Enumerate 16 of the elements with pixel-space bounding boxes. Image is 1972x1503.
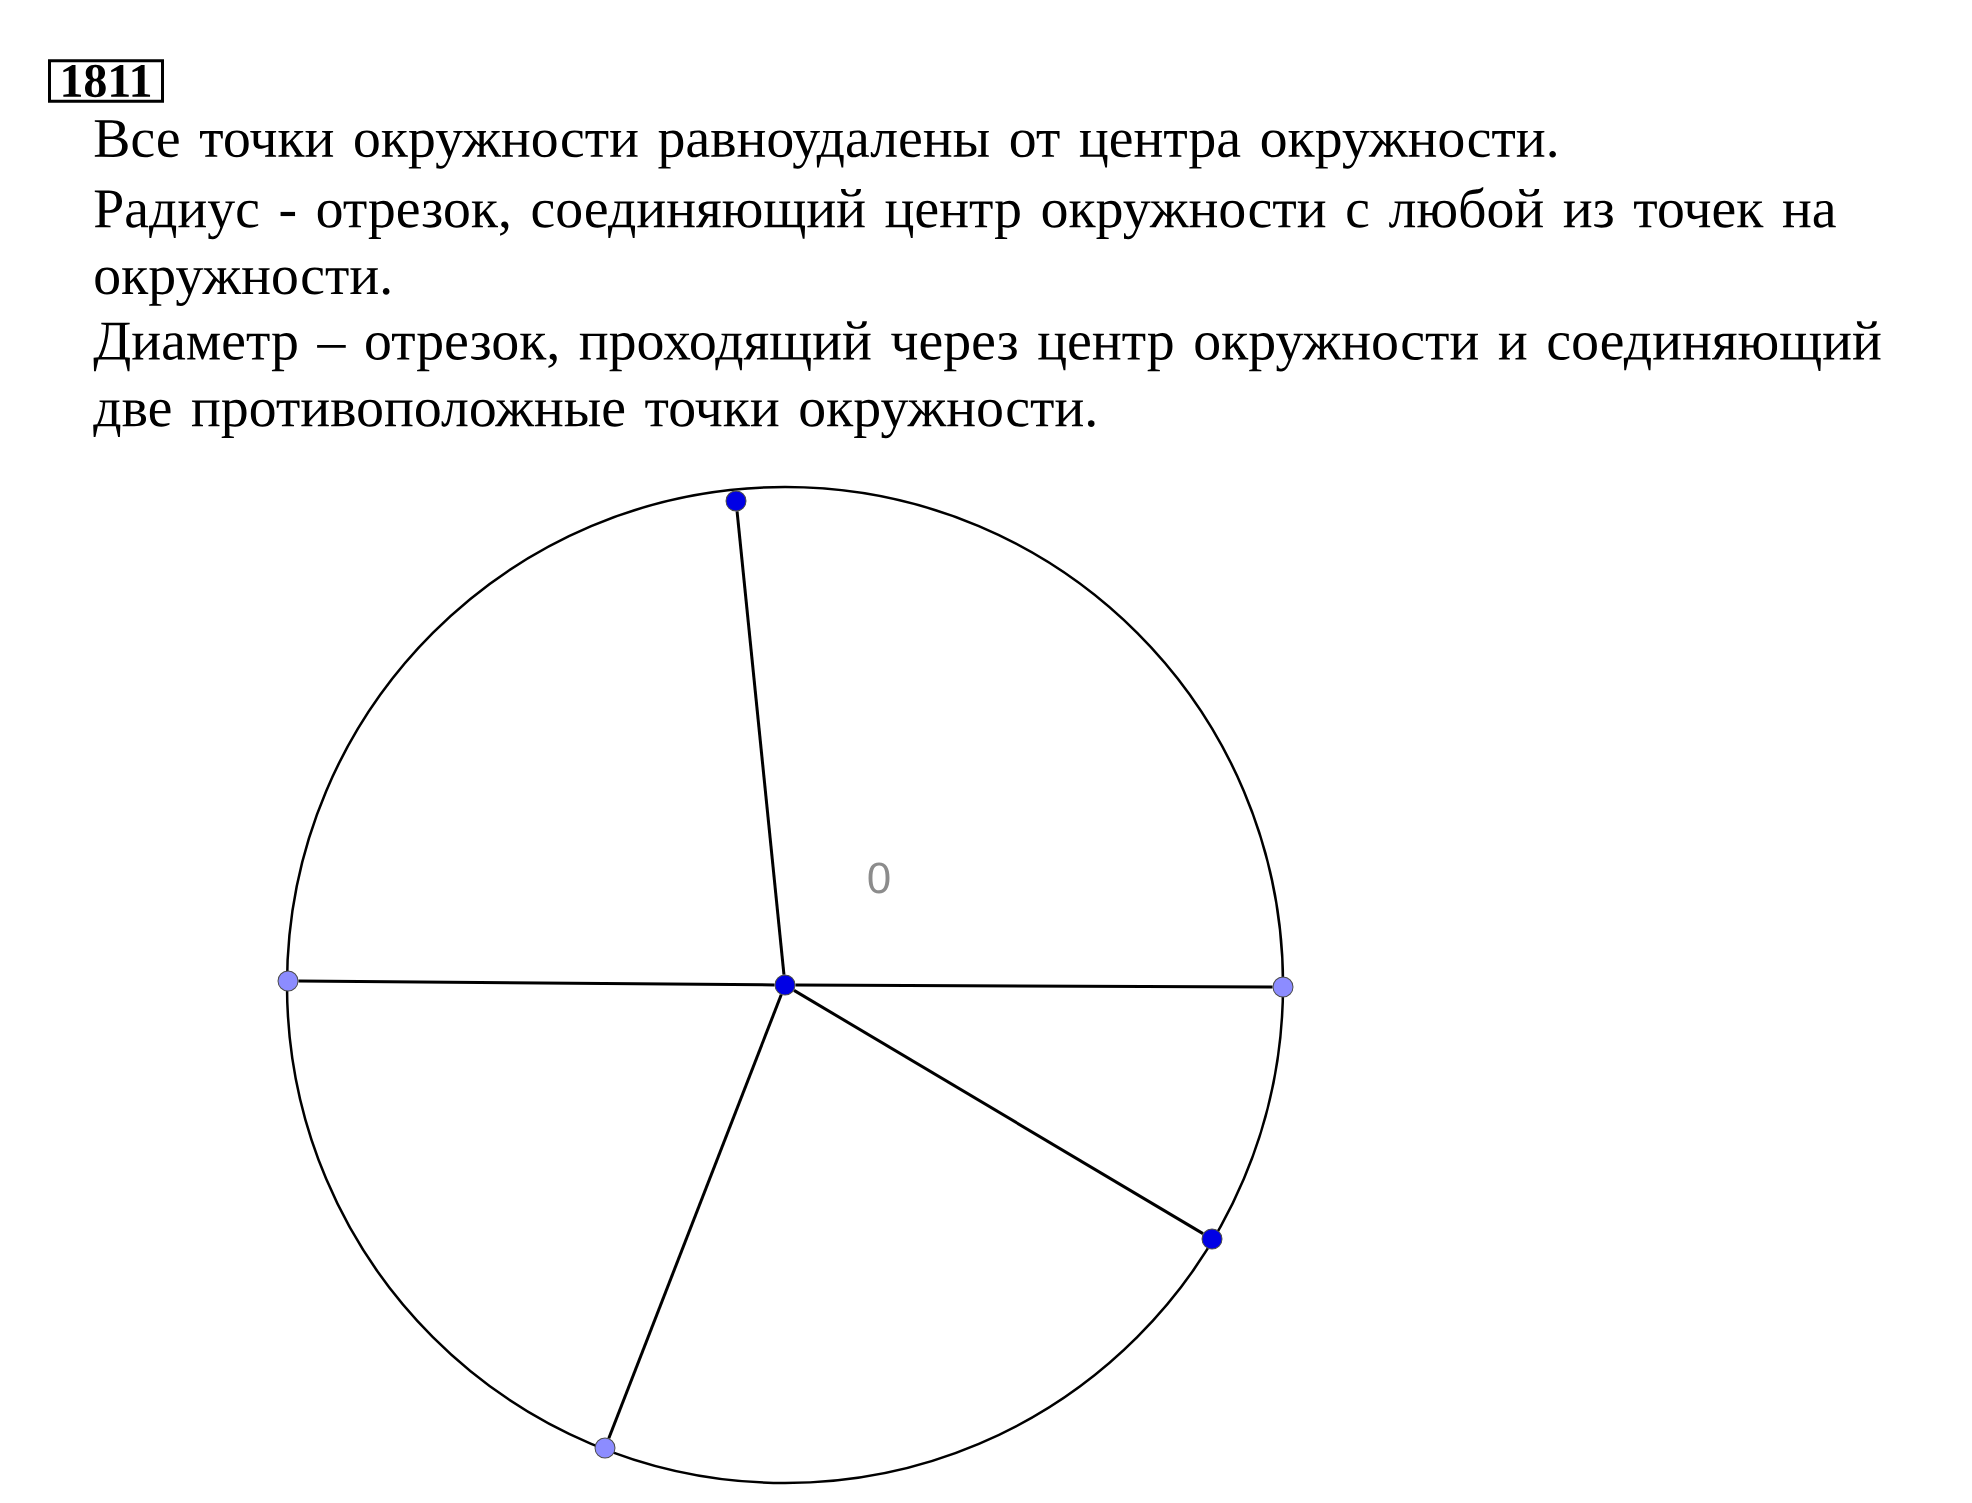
paragraph: Радиус - отрезок, соединяющий центр окружности с любой из точек на окружности.	[94, 187, 1836, 306]
segment	[735, 511, 786, 975]
point	[774, 974, 796, 996]
point	[1272, 976, 1294, 998]
segment	[607, 994, 783, 1439]
problem-number: 1811	[48, 59, 164, 103]
paragraph: Все точки окружности равноудалены от центра окружности.	[94, 120, 1556, 169]
point	[1201, 1228, 1223, 1250]
point-label: 0	[868, 862, 890, 894]
segment	[795, 983, 1273, 989]
paragraph: Диаметр – отрезок, проходящий через центр окружности и соединяющий две противоположные точки окружности.	[93, 321, 1881, 439]
point	[277, 970, 299, 992]
segment	[793, 989, 1204, 1235]
segment	[298, 979, 775, 987]
point	[725, 490, 747, 512]
point	[594, 1437, 616, 1459]
